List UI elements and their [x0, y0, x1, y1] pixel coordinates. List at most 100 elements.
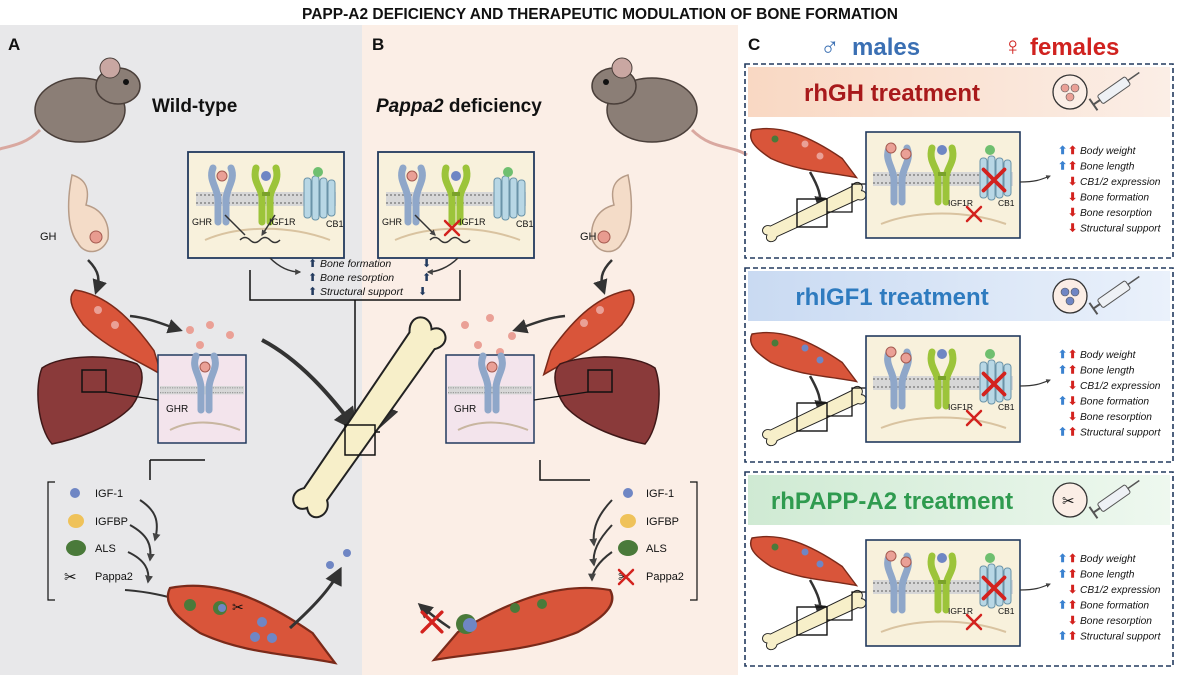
female-effect-arrow: ⬆ [1068, 569, 1077, 581]
treatment-effect: Bone length [1080, 570, 1135, 581]
ghr-label-b: GHR [382, 217, 403, 227]
treatment-effect: Body weight [1080, 554, 1137, 565]
cb1-receptor-icon [303, 175, 336, 221]
panel-b-label-rest: deficiency [444, 96, 543, 117]
cb1-label: CB1 [998, 198, 1015, 208]
female-effect-arrow: ⬆ [1068, 161, 1077, 173]
legend-b-als: ALS [646, 543, 667, 555]
panel-c-letter: C [748, 35, 760, 54]
legend-a-igf1: IGF-1 [95, 488, 123, 500]
panel-b-letter: B [372, 35, 384, 54]
blood-vessel-icon [749, 331, 858, 383]
treatment-title: rhPAPP-A2 treatment [771, 488, 1013, 515]
gh-dot [199, 361, 211, 373]
igfbp-complex [184, 599, 196, 611]
panel-a-label: Wild-type [152, 96, 237, 117]
female-effect-arrow: ⬇ [1068, 192, 1077, 204]
male-symbol-icon: ♂ [820, 31, 840, 61]
male-effect-arrow: ⬆ [1058, 365, 1067, 377]
cb1-label-a: CB1 [326, 219, 344, 229]
treatment-effect: Bone formation [1080, 193, 1149, 204]
female-effect-arrow: ⬇ [1068, 223, 1077, 235]
als-legend-icon [66, 540, 86, 556]
igf1r-label: IGF1R [948, 402, 973, 412]
treatment-effect: Structural support [1080, 632, 1162, 643]
liver-zoom-box [587, 369, 613, 393]
male-effect-arrow: ⬆ [1058, 396, 1067, 408]
effect-arrow-up: ⬆ [308, 272, 317, 284]
legend-b-igfbp: IGFBP [646, 516, 679, 528]
female-effect-arrow: ⬇ [1068, 176, 1077, 188]
gh-dot [226, 331, 234, 339]
legend-a-igfbp: IGFBP [95, 516, 128, 528]
cb1-label: CB1 [998, 402, 1015, 412]
igf1r-label: IGF1R [948, 606, 973, 616]
effect-arrow-up: ⬆ [308, 258, 317, 270]
male-effect-arrow: ⬆ [1058, 631, 1067, 643]
figure-title: PAPP-A2 DEFICIENCY AND THERAPEUTIC MODUL… [302, 6, 898, 23]
treatment-effect: CB1/2 expression [1080, 381, 1161, 392]
panel-b-label: Pappa2 deficiency [376, 96, 542, 117]
treatment-effect: CB1/2 expression [1080, 585, 1161, 596]
female-effect-arrow: ⬇ [1068, 396, 1077, 408]
treatment-effect: Bone length [1080, 162, 1135, 173]
bone-zoom-box [796, 606, 828, 636]
gh-dot [206, 321, 214, 329]
treatment-header [748, 475, 1170, 525]
liver-zoom-box [81, 369, 107, 393]
females-label: females [1030, 34, 1119, 61]
blood-vessel-icon [749, 127, 858, 179]
legend-b-pappa2: Pappa2 [646, 571, 684, 583]
treatment-effect: Bone formation [1080, 397, 1149, 408]
male-effect-arrow: ⬆ [1058, 145, 1067, 157]
effect-arrow-up: ⬆ [308, 286, 317, 298]
legend-a-als: ALS [95, 543, 116, 555]
treatment-effect: Body weight [1080, 350, 1137, 361]
scissors-icon: ✂ [1062, 493, 1075, 510]
bone-zoom-box [796, 402, 828, 432]
treatment-title: rhGH treatment [804, 80, 980, 107]
female-effect-arrow: ⬆ [1068, 600, 1077, 612]
treatment-header [748, 271, 1170, 321]
female-effect-arrow: ⬆ [1068, 631, 1077, 643]
blood-vessel-icon [749, 535, 858, 587]
treatment-effect: Body weight [1080, 146, 1137, 157]
effect-arrow-up: ⬆ [422, 272, 431, 284]
igf1-dot [94, 306, 102, 314]
treatment-border [744, 63, 1174, 259]
treatment-header [748, 67, 1170, 117]
female-effect-arrow: ⬇ [1068, 411, 1077, 423]
gh-arrow-b [593, 259, 613, 295]
female-effect-arrow: ⬇ [1068, 584, 1077, 596]
treatment-effect: Bone length [1080, 366, 1135, 377]
male-effect-arrow: ⬆ [1058, 553, 1067, 565]
treatment-effect: CB1/2 expression [1080, 177, 1161, 188]
treatment-effect: Structural support [1080, 428, 1162, 439]
gh-dot [196, 341, 204, 349]
female-effect-arrow: ⬆ [1068, 553, 1077, 565]
center-effect-bone-resorption: Bone resorption [320, 272, 394, 284]
cb1-label: CB1 [998, 606, 1015, 616]
center-effect-bone-formation: Bone formation [320, 258, 391, 270]
treatment-effect: Bone resorption [1080, 208, 1152, 219]
effect-arrow-down: ⬇ [422, 258, 431, 270]
female-symbol-icon: ♀ [1003, 31, 1023, 61]
igf1r-label: IGF1R [948, 198, 973, 208]
effect-arrow-down: ⬇ [418, 286, 427, 298]
vial-icon [1052, 74, 1088, 110]
panel-a-letter: A [8, 35, 20, 54]
male-effect-arrow: ⬆ [1058, 427, 1067, 439]
scissors-icon: ✂ [64, 569, 77, 586]
gh-label-a: GH [40, 231, 57, 243]
treatment-title: rhIGF1 treatment [795, 284, 988, 311]
igf1r-label-b: IGF1R [459, 217, 486, 227]
igf1-dot [111, 321, 119, 329]
liver-ghr-label-b: GHR [454, 404, 476, 415]
scissors-icon: ✂ [232, 599, 244, 615]
bone-zoom-box [344, 424, 376, 456]
igfbp-legend-icon [68, 514, 84, 528]
